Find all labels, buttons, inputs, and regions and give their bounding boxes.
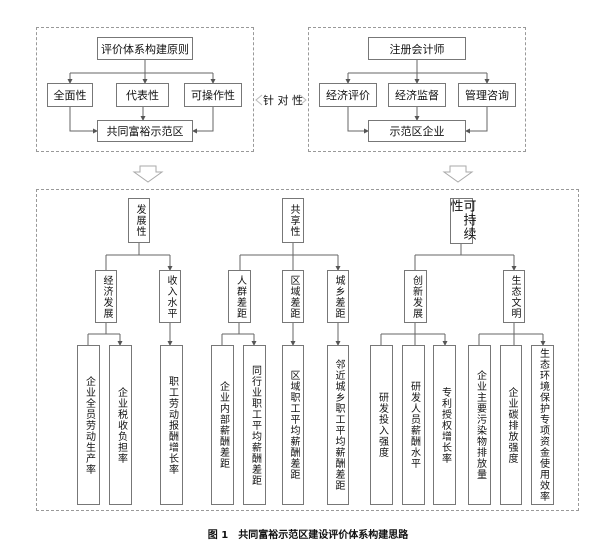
indicator: 邻近城乡职工平均薪酬差距 [327, 345, 349, 505]
sub-regional-gap: 区域差距 [282, 270, 304, 323]
sub-economic-development: 经济发展 [95, 270, 117, 323]
cpa-evaluation: 经济评价 [319, 83, 377, 107]
indicator: 企业内部薪酬差距 [211, 345, 234, 505]
sub-ecology: 生态文明 [503, 270, 525, 323]
principles-target: 共同富裕示范区 [97, 120, 193, 142]
cpa-panel [308, 27, 526, 152]
indicator: 研发人员薪酬水平 [402, 345, 425, 505]
indicator: 职工劳动报酬增长率 [160, 345, 183, 505]
indicator: 区域职工平均薪酬差距 [282, 345, 304, 505]
evaluation-system-panel [36, 189, 579, 511]
indicator: 研发投入强度 [370, 345, 393, 505]
principles-title: 评价体系构建原则 [97, 37, 193, 60]
indicator: 生态环境保护专项资金使用效率 [531, 345, 554, 505]
sub-income-level: 收入水平 [159, 270, 181, 323]
principle-comprehensive: 全面性 [47, 83, 93, 107]
indicator: 企业全员劳动生产率 [77, 345, 100, 505]
figure-caption: 图 1 共同富裕示范区建设评价体系构建思路 [207, 530, 409, 541]
indicator: 企业税收负担率 [109, 345, 132, 505]
cpa-consulting: 管理咨询 [458, 83, 516, 107]
dimension-development: 发展性 [128, 198, 150, 243]
cpa-target: 示范区企业 [368, 120, 466, 142]
principle-operability: 可操作性 [184, 83, 242, 107]
dimension-sustainability: 可持续性 [448, 198, 476, 244]
indicator: 企业主要污染物排放量 [468, 345, 491, 505]
principle-representative: 代表性 [116, 83, 169, 107]
sub-urban-rural-gap: 城乡差距 [327, 270, 349, 323]
sub-innovation: 创新发展 [404, 270, 427, 323]
sub-group-gap: 人群差距 [228, 270, 251, 323]
cpa-supervision: 经济监督 [388, 83, 446, 107]
indicator: 企业碳排放强度 [500, 345, 522, 505]
indicator: 专利授权增长率 [433, 345, 456, 505]
dimension-sharing: 共享性 [282, 198, 304, 243]
cpa-title: 注册会计师 [368, 37, 466, 60]
principles-panel [36, 27, 254, 152]
indicator: 同行业职工平均薪酬差距 [243, 345, 266, 505]
relevance-label: 针 对 性 [263, 94, 303, 107]
